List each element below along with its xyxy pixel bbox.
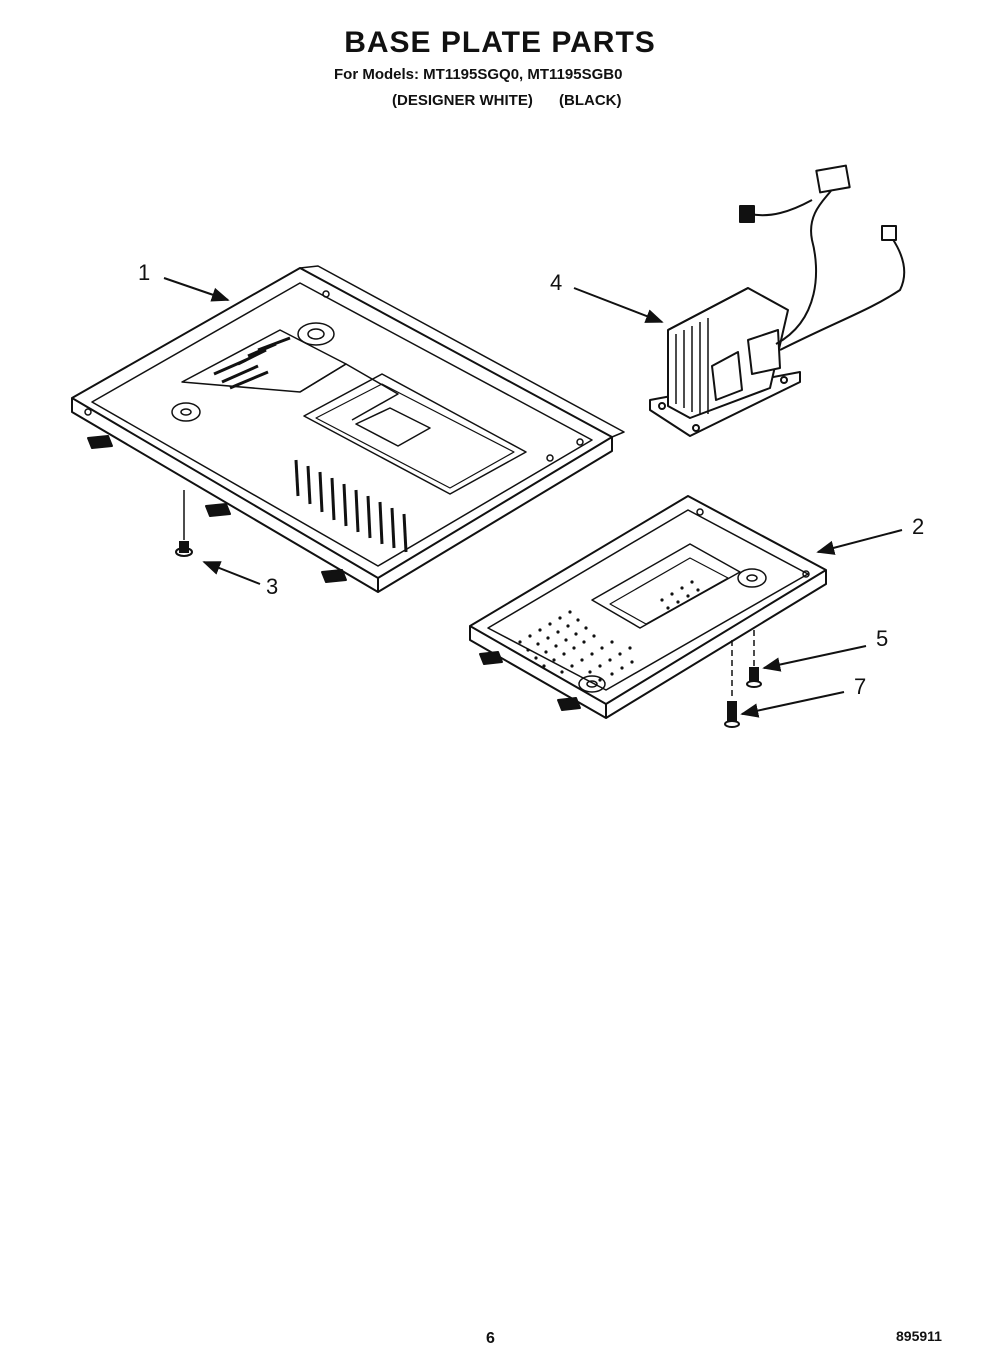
callout-2: 2 bbox=[912, 514, 925, 539]
document-id: 895911 bbox=[896, 1328, 942, 1344]
callout-7: 7 bbox=[854, 674, 867, 699]
base-plate-part-2 bbox=[469, 495, 827, 719]
screw-part-7 bbox=[724, 640, 740, 728]
screw-part-5 bbox=[746, 630, 762, 688]
callout-5: 5 bbox=[876, 626, 889, 651]
screw-part-3 bbox=[175, 490, 193, 557]
callout-4: 4 bbox=[550, 270, 563, 295]
page-title: BASE PLATE PARTS bbox=[344, 26, 656, 59]
base-plate-part-1 bbox=[71, 265, 625, 593]
perforation-pattern bbox=[518, 580, 700, 682]
callout-1: 1 bbox=[138, 260, 151, 285]
page-number: 6 bbox=[486, 1330, 495, 1347]
callout-3: 3 bbox=[266, 574, 279, 599]
electrical-module-part-4 bbox=[649, 164, 906, 437]
model-variants: (DESIGNER WHITE) (BLACK) bbox=[392, 92, 622, 109]
models-line: For Models: MT1195SGQ0, MT1195SGB0 bbox=[334, 66, 623, 83]
leader-arrows bbox=[163, 277, 903, 718]
variant-black: (BLACK) bbox=[559, 92, 622, 109]
variant-designer-white: (DESIGNER WHITE) bbox=[392, 92, 533, 109]
